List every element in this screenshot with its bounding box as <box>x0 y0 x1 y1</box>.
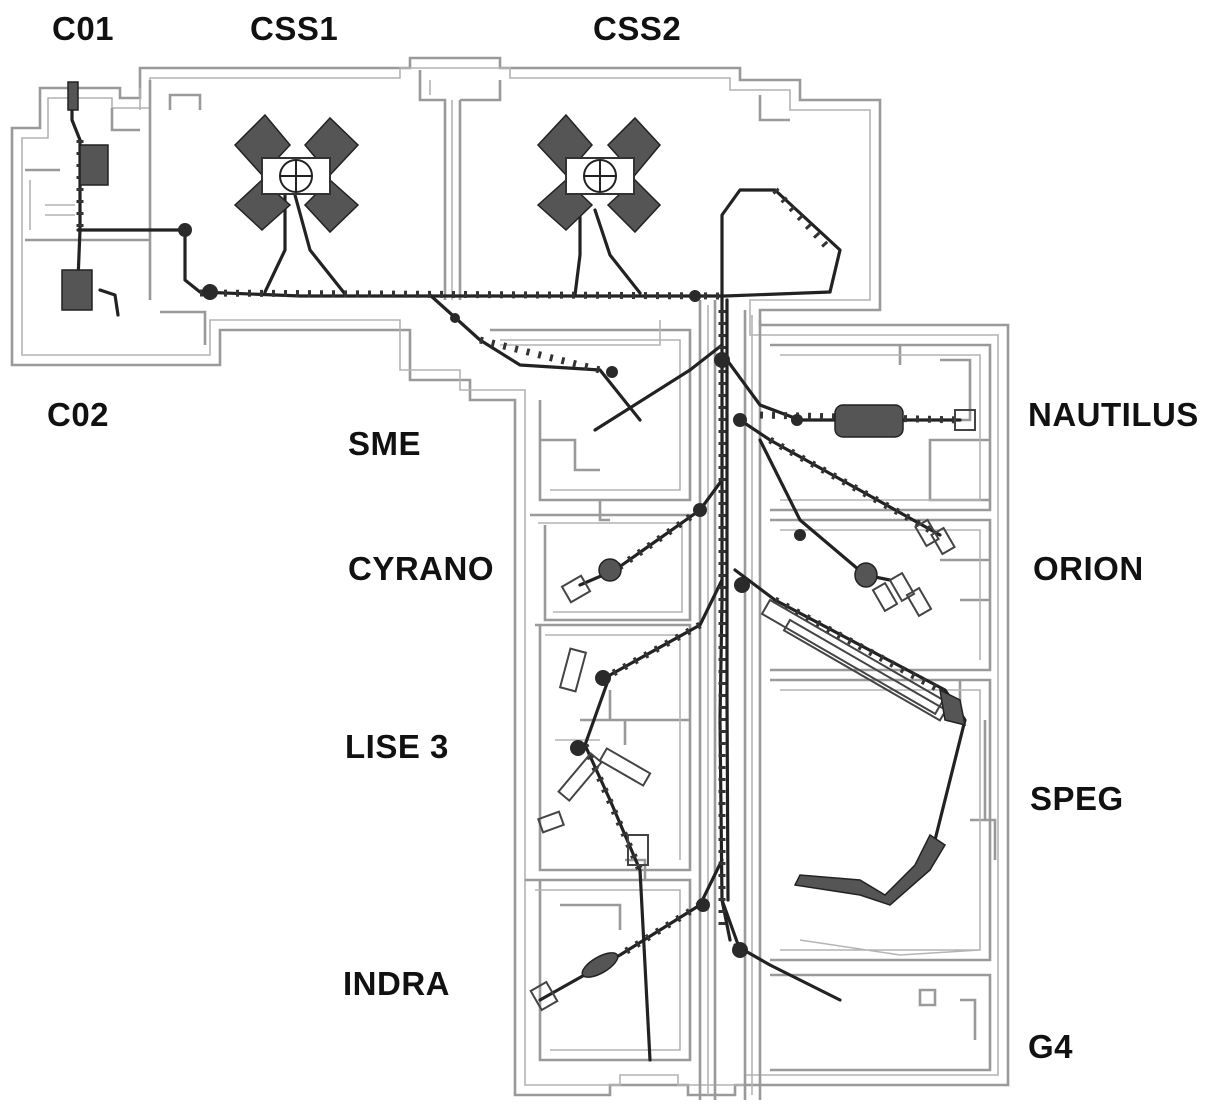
nautilus-endstation <box>954 409 976 431</box>
css2-cyclotron <box>536 113 662 234</box>
c01-cyclotron <box>79 144 109 186</box>
label-sme: SME <box>348 425 422 462</box>
nautilus-detector <box>834 404 904 438</box>
speg-dipole <box>939 688 966 727</box>
speg-focal-plane <box>793 833 947 906</box>
equipment <box>61 81 976 1012</box>
c02-cyclotron <box>61 269 93 311</box>
label-css2: CSS2 <box>593 10 682 47</box>
label-speg: SPEG <box>1030 780 1124 817</box>
label-css1: CSS1 <box>250 10 339 47</box>
label-lise3: LISE 3 <box>345 728 449 765</box>
label-indra: INDRA <box>343 965 450 1002</box>
building-walls <box>10 56 1010 1100</box>
label-g4: G4 <box>1028 1028 1074 1065</box>
speg-spectrometer-tube-2 <box>782 618 948 722</box>
beamline-elements <box>76 140 961 958</box>
label-cyrano: CYRANO <box>348 550 495 587</box>
css1-cyclotron <box>233 113 360 234</box>
indra-detector <box>529 952 619 1012</box>
orion-setup <box>854 518 956 618</box>
beamlines <box>70 83 967 1062</box>
label-orion: ORION <box>1033 550 1144 587</box>
label-c02: C02 <box>47 396 110 433</box>
label-nautilus: NAUTILUS <box>1028 396 1199 433</box>
lise3-spectrometer <box>536 647 652 866</box>
label-c01: C01 <box>52 10 115 47</box>
cyrano-setup <box>560 558 622 604</box>
